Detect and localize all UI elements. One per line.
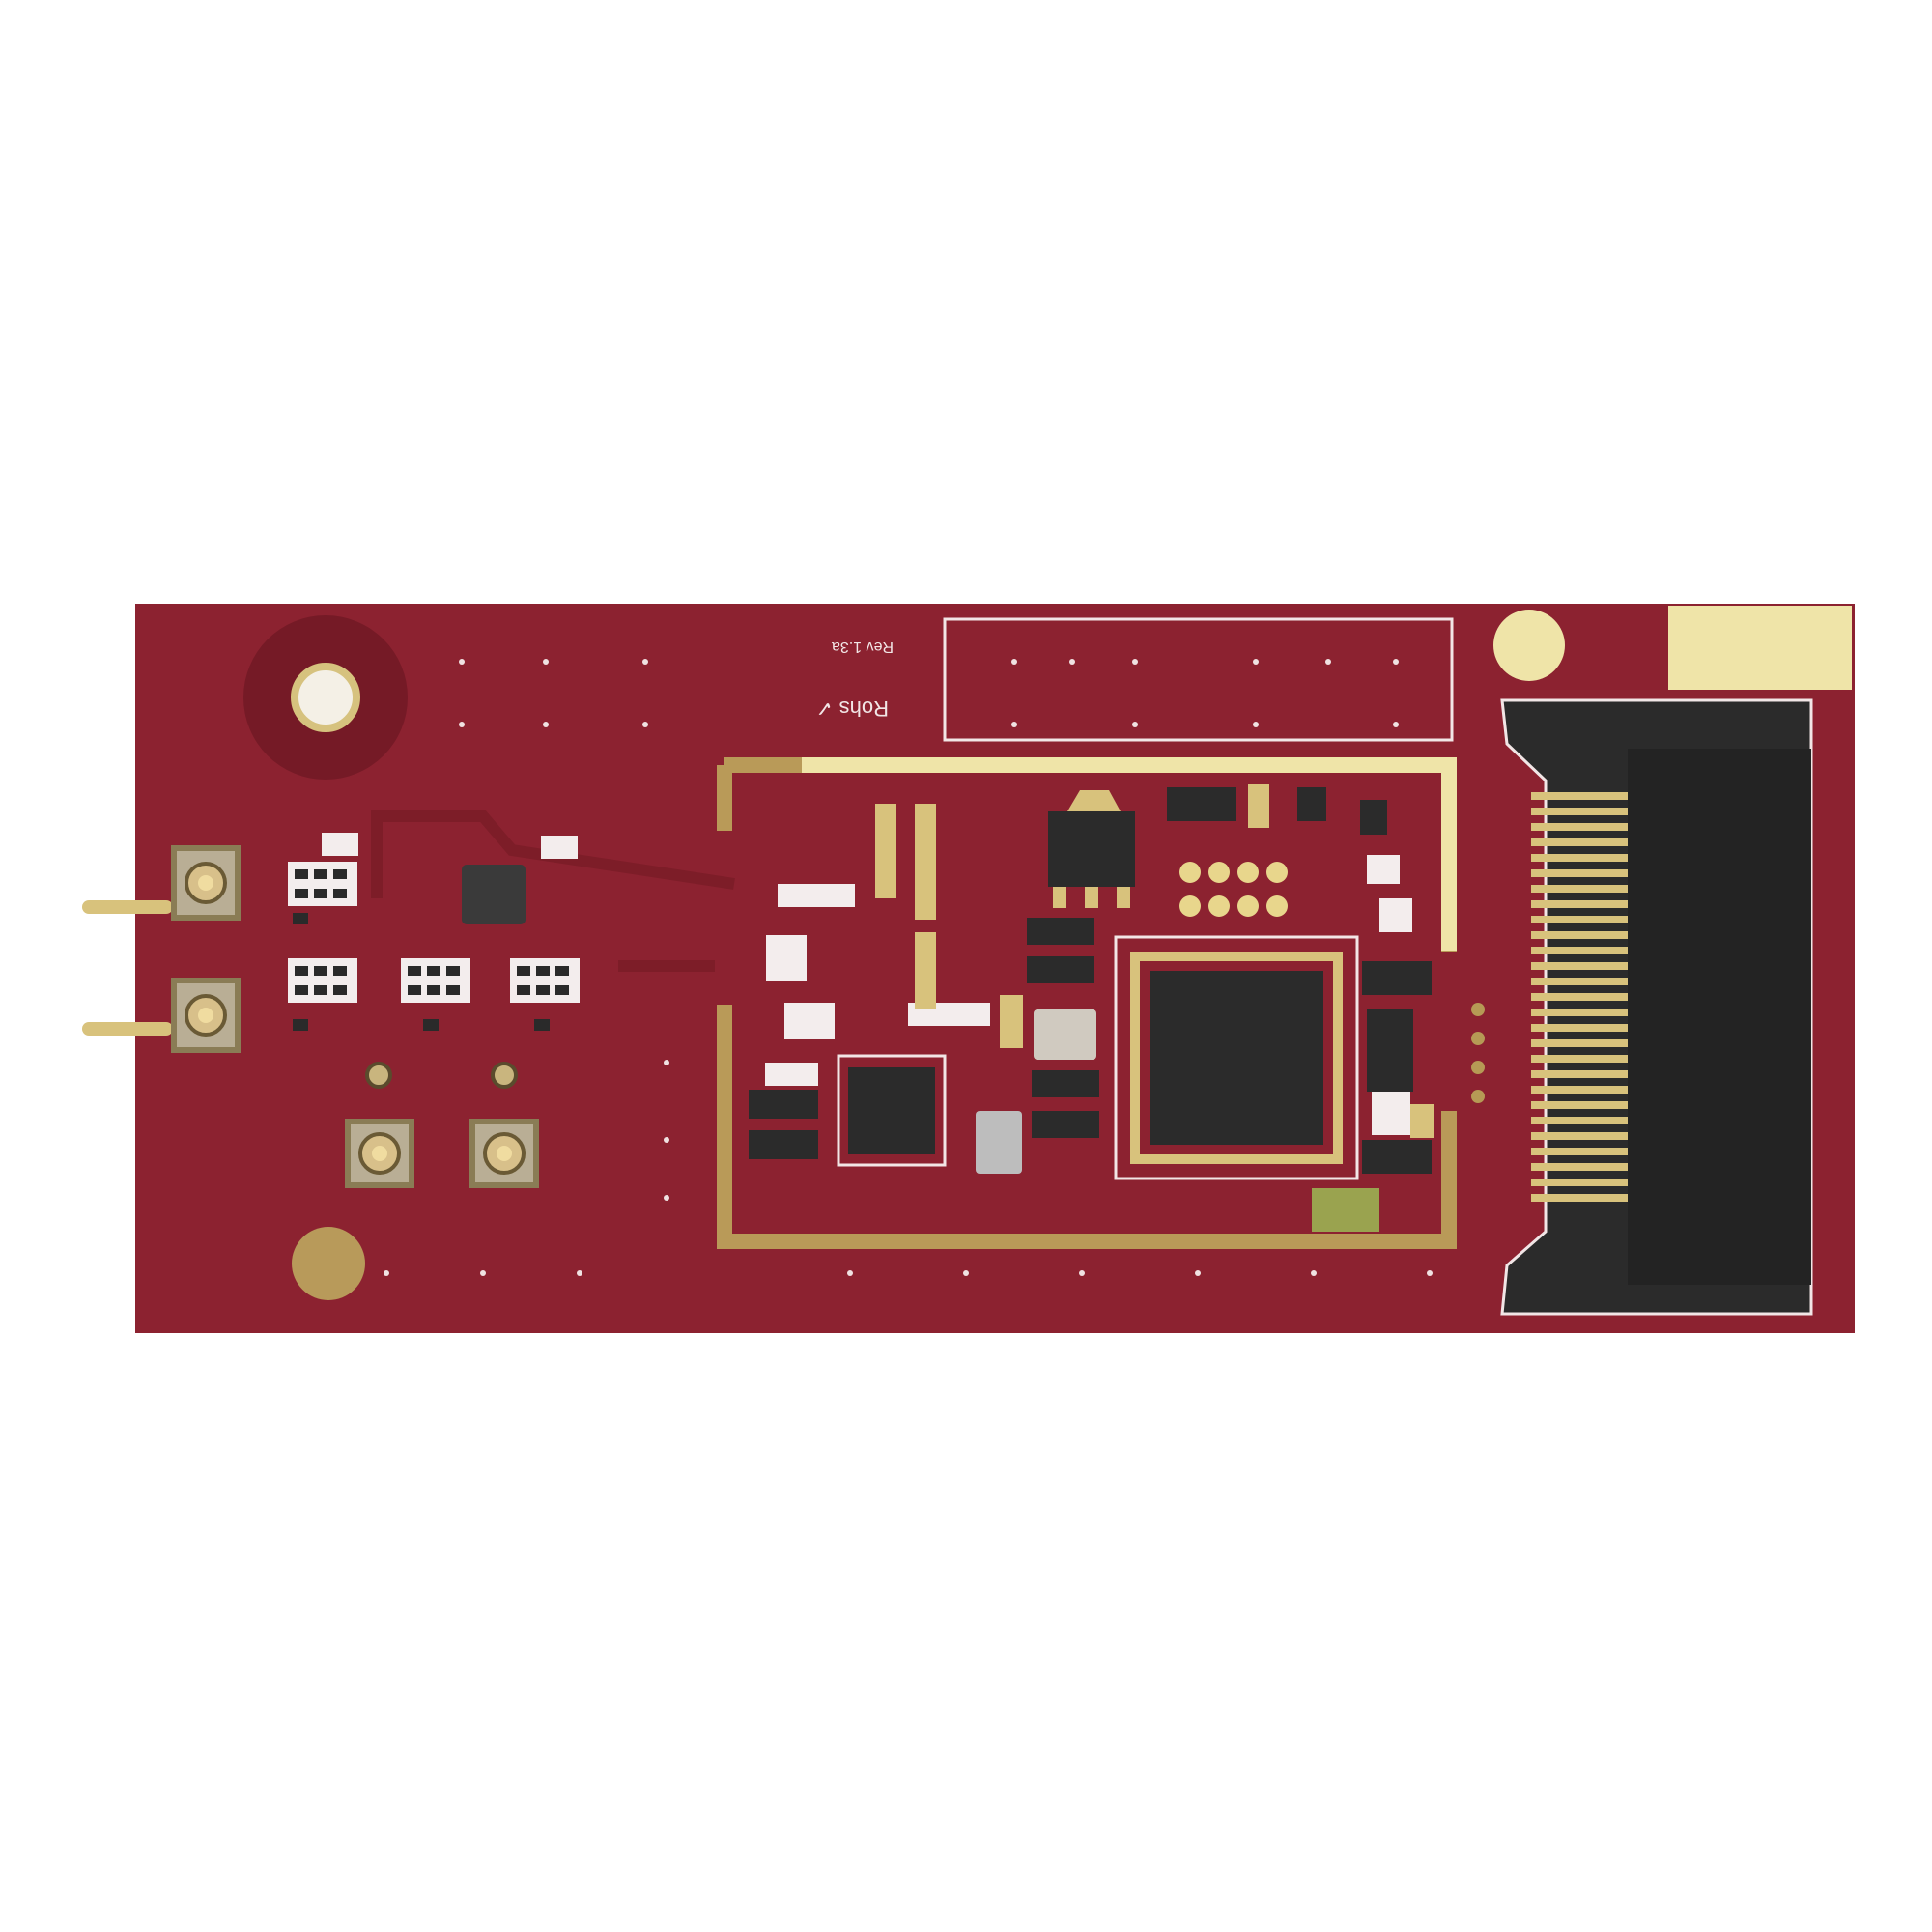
main-mcu-chip [1150, 971, 1323, 1145]
revision-label: Rev 1.3a [832, 639, 894, 655]
secondary-chip [848, 1067, 935, 1154]
mounting-hole [291, 663, 360, 732]
secondary-chip-footprint [837, 1054, 947, 1167]
rf-trace [371, 810, 735, 898]
test-pad [365, 1062, 392, 1089]
rf-switch-chip [462, 865, 526, 924]
rohs-mark: Rohs ✓ [815, 696, 889, 721]
regulator-lead [1053, 887, 1066, 908]
chip-inductor [1312, 1188, 1379, 1232]
shield-frame-gold-segment [1441, 757, 1457, 951]
ufl-connector [469, 1119, 539, 1188]
regulator-lead [1117, 887, 1130, 908]
label-area [943, 617, 1454, 742]
header-pin [82, 900, 173, 914]
test-pad [491, 1062, 518, 1089]
header-pin [82, 1022, 173, 1036]
passive-array [288, 833, 580, 1003]
edge-vias [1471, 1003, 1485, 1103]
voltage-regulator [1048, 811, 1135, 887]
regulator-lead [1085, 887, 1098, 908]
ferrite-beads [875, 784, 1434, 1138]
board-vias [384, 659, 1433, 1276]
test-pad-grid [1179, 862, 1288, 917]
fiducial-pad [1493, 610, 1565, 681]
connector-contacts [1531, 792, 1628, 1203]
crystal [1034, 1009, 1096, 1060]
crystal [976, 1111, 1022, 1174]
ground-pad [292, 1227, 365, 1300]
small-passive-pads [765, 855, 1412, 1135]
passive-components [749, 787, 1432, 1174]
ufl-connector [171, 845, 241, 921]
shield-frame-gold-segment [802, 757, 1449, 773]
connector-body [1628, 749, 1811, 1285]
passive-components [293, 869, 569, 1031]
mcu-footprint [1114, 935, 1359, 1180]
regulator-tab [1067, 790, 1121, 811]
gold-contact-pad [1668, 606, 1852, 690]
ufl-connector [345, 1119, 414, 1188]
ufl-connector [171, 978, 241, 1053]
